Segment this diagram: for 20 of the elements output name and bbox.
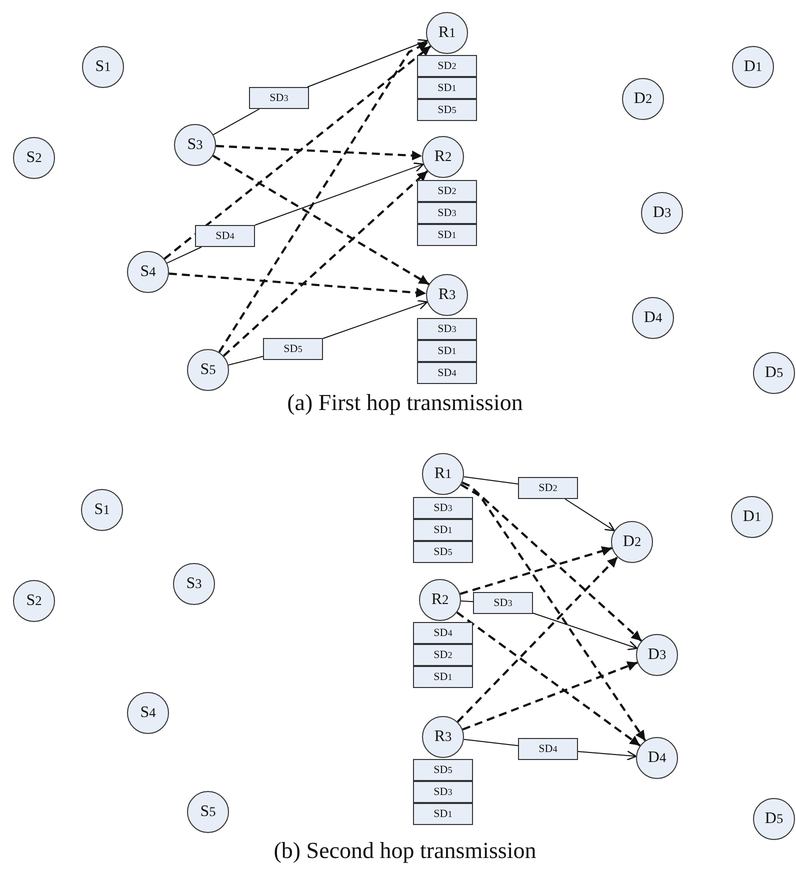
arrow [564,498,615,532]
arrow [460,546,612,595]
arrow [462,482,642,642]
arrow [460,484,646,742]
caption: (b) Second hop transmission [274,838,536,864]
arrow [578,750,637,761]
arrow [212,154,430,286]
arrow [218,41,429,353]
arrow [222,170,428,357]
arrow [164,45,432,260]
arrow [216,144,422,160]
arrow [456,612,641,746]
arrow [462,661,638,731]
caption: (a) First hop transmission [287,390,523,416]
arrow [306,39,428,88]
arrow [456,556,618,723]
arrow [322,300,428,339]
arrow [254,162,424,226]
arrow [532,612,638,650]
arrow [168,272,426,298]
